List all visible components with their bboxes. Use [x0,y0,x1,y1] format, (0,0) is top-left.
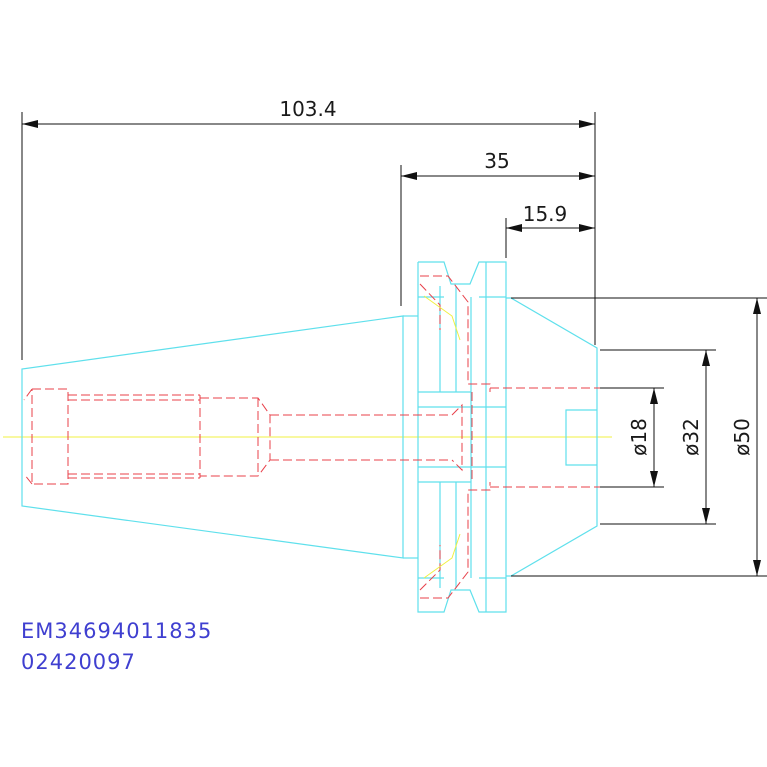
dim-bore-diameter-label: ø18 [627,418,651,456]
dim-flange-diameter [511,297,767,577]
dim-bore-diameter [600,387,664,488]
part-code-line2: 02420097 [21,650,136,674]
dim-neck-diameter [600,349,716,525]
dim-flange-diameter-label: ø50 [730,418,754,456]
dim-overall-length-label: 103.4 [279,97,336,121]
taper-shank [21,315,418,559]
dim-face-depth-label: 15.9 [523,202,568,226]
dim-flange-to-face-label: 35 [484,149,509,173]
collet-nose [506,297,598,577]
dim-face-depth [505,218,595,258]
dim-flange-to-face [400,165,595,306]
hidden-bore-lines [23,275,600,599]
part-code-line1: EM34694011835 [21,619,212,643]
dim-neck-diameter-label: ø32 [679,418,703,456]
chamfer-accents [423,295,461,579]
